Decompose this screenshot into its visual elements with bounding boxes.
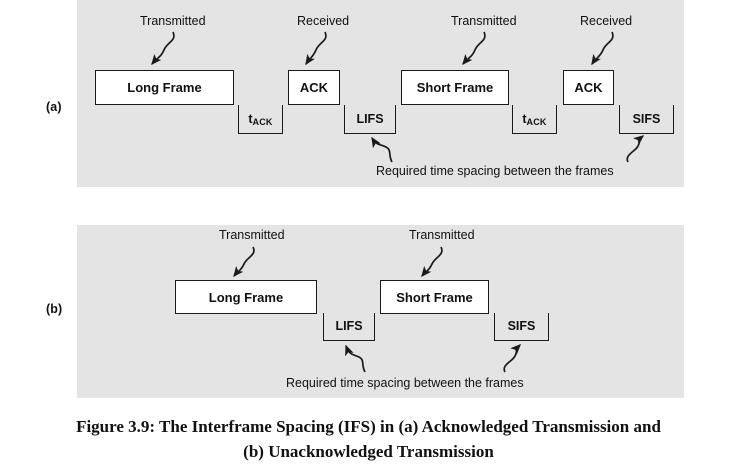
panel-b-gap-sifs: SIFS xyxy=(494,313,549,341)
panel-b-callout-transmitted-1: Transmitted xyxy=(219,228,285,242)
panel-a-frame-long-frame: Long Frame xyxy=(95,70,234,105)
panel-a-callout-received-2: Received xyxy=(580,14,633,28)
panel-a-gap-sifs: SIFS xyxy=(619,105,674,134)
panel-b-frame-long-frame: Long Frame xyxy=(175,280,317,314)
panel-b-gap-lifs: LIFS xyxy=(323,313,375,341)
figure-caption: Figure 3.9: The Interframe Spacing (IFS)… xyxy=(0,415,737,464)
panel-a-spacing-note: Required time spacing between the frames xyxy=(376,164,614,178)
figure-caption-line-1: Figure 3.9: The Interframe Spacing (IFS)… xyxy=(76,417,661,436)
panel-b-spacing-note: Required time spacing between the frames xyxy=(286,376,524,390)
panel-a-side-label: (a) xyxy=(46,100,62,114)
panel-a-gap-t-ack-1: tACK xyxy=(238,105,283,134)
figure-caption-line-2: (b) Unacknowledged Transmission xyxy=(243,441,494,461)
panel-a-gap-t-ack-2-label: tACK xyxy=(522,111,547,127)
panel-a-frame-ack-2: ACK xyxy=(563,70,614,105)
panel-a-callout-transmitted-1: Transmitted xyxy=(140,14,206,28)
panel-b-side-label: (b) xyxy=(46,302,63,316)
panel-a-frame-ack-1: ACK xyxy=(288,70,340,105)
panel-b-frame-short-frame: Short Frame xyxy=(380,280,489,314)
panel-a-gap-t-ack-1-label: tACK xyxy=(248,111,273,127)
panel-a-callout-received-1: Received xyxy=(297,14,350,28)
panel-b-callout-transmitted-2: Transmitted xyxy=(409,228,475,242)
panel-a-frame-short-frame: Short Frame xyxy=(401,70,509,105)
panel-a-gap-lifs: LIFS xyxy=(344,105,396,134)
panel-a-gap-t-ack-2: tACK xyxy=(512,105,557,134)
panel-a-callout-transmitted-2: Transmitted xyxy=(451,14,517,28)
